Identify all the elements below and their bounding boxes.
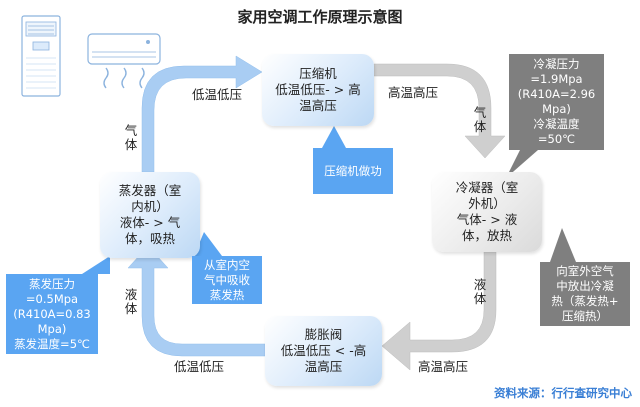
flow-arrow-compressor-to-condenser [373,63,506,159]
text-line: 蒸发压力 [29,276,75,291]
flow-label-right-upper: 气体 [473,105,487,134]
text-line: 压缩机做功 [324,163,382,178]
air-conditioner-tower-icon [21,15,61,97]
outdoor-release-callout: 向室外空气中放出冷凝热（蒸发热+压缩热） [540,262,630,326]
text-line: Mpa) [542,102,571,116]
text-line: 低温低压 < -高 [280,343,367,358]
text-line: 气中吸收 [204,272,250,287]
text-line: 体，放热 [461,228,512,243]
text-line: 蒸发温度=5℃ [14,336,90,351]
text-line: 膨胀阀 [304,327,343,342]
flow-label-top-right: 高温高压 [388,85,439,100]
text-line: (R410A=2.96 [517,87,596,101]
text-line: 向室外空气 [556,264,614,278]
text-line: 压缩热） [562,309,608,323]
condenser-node: 冷凝器（室外机）气体- > 液体，放热 [432,172,542,252]
text-line: 温高压 [304,359,343,374]
text-line: 冷凝器（室 [455,180,519,195]
flow-label-right-lower: 液体 [473,277,487,306]
text-line: 中放出冷凝 [556,279,614,293]
air-conditioner-split-icon [87,33,161,89]
text-line: 温高压 [299,98,337,113]
text-line: 冷凝压力 [533,57,580,71]
text-line: 液体- > 气 [119,215,181,230]
text-line: 内机） [131,199,169,214]
flow-arrow-evaporator-to-compressor [141,55,263,173]
text-line: 外机） [468,196,506,211]
compressor-node: 压缩机低温低压- > 高温高压 [262,54,374,126]
text-line: 低温低压- > 高 [275,82,361,97]
callout-pointer-evap-params [82,256,110,274]
compressor-work-callout: 压缩机做功 [313,148,393,194]
text-line: 从室内空 [204,257,250,272]
flow-label-top-left: 低温低压 [192,87,243,102]
source-note: 资料来源：行行查研究中心 [494,386,632,400]
text-line: 气体- > 液 [456,212,518,227]
text-line: 蒸发热 [209,287,245,302]
text-line: 蒸发器（室 [118,183,182,198]
text-line: =50℃ [537,132,576,146]
text-line: 冷凝温度 [533,117,580,131]
text-line: 体，吸热 [124,231,175,246]
expansion-valve-node: 膨胀阀低温低压 < -高温高压 [265,316,382,386]
text-line: 热（蒸发热+ [551,294,619,308]
flow-label-bottom-right: 高温高压 [418,359,469,374]
text-line: Mpa) [37,321,67,336]
evaporator-node: 蒸发器（室内机）液体- > 气体，吸热 [100,172,200,258]
flow-label-left-lower: 液体 [124,287,138,316]
callout-pointer-indoor-absorb [194,232,222,256]
text-line: (R410A=0.83 [13,306,91,321]
flow-label-bottom-left: 低温低压 [174,359,225,374]
flow-label-left-upper: 气体 [124,123,138,152]
text-line: =1.9Mpa [530,72,583,86]
flow-arrow-condenser-to-valve [381,251,497,371]
text-line: =0.5Mpa [25,291,79,306]
text-line: 压缩机 [299,66,337,81]
callout-pointer-condense-params [506,150,538,178]
callout-pointer-compressor-work [322,126,346,148]
diagram-title: 家用空调工作原理示意图 [237,8,403,26]
indoor-absorb-callout: 从室内空气中吸收蒸发热 [192,256,262,304]
callout-pointer-outdoor-release [550,228,576,262]
